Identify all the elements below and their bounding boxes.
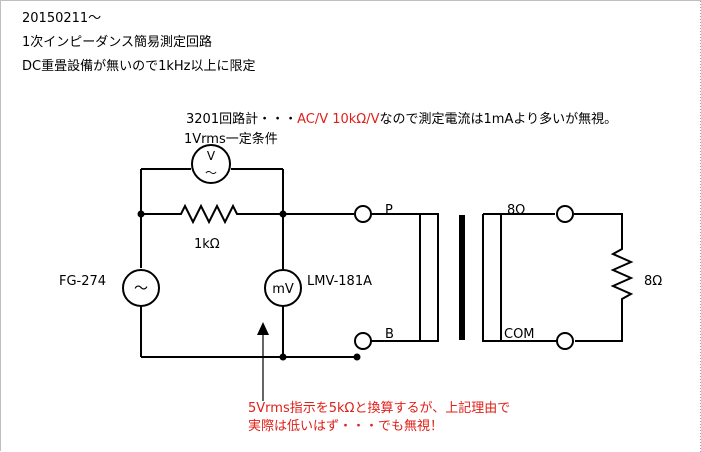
junction-dot — [279, 353, 287, 361]
terminal-b-circle — [354, 332, 372, 350]
generator-symbol: ～ — [134, 281, 148, 297]
millivoltmeter-symbol: mV — [272, 282, 294, 297]
load-resistor — [574, 213, 634, 342]
secondary-outer — [482, 214, 557, 342]
annotation-line-2: 実際は低いはず・・・でも無視！ — [248, 419, 444, 434]
meter-note-highlight: AC/V 10kΩ/V — [297, 112, 380, 127]
meter-note-prefix: 3201回路計・・・ — [186, 112, 298, 127]
annotation-line-1: 5Vrms指示を5kΩと換算するが、上記理由で — [248, 401, 511, 416]
annotation-arrow-head — [257, 322, 269, 335]
voltmeter-wave-symbol: ～ — [205, 166, 217, 180]
terminal-8ohm-circle — [556, 205, 574, 223]
terminal-b-label: B — [385, 327, 394, 342]
terminal-com-circle — [556, 332, 574, 350]
header-date: 20150211～ — [22, 11, 102, 26]
voltmeter-circle — [191, 144, 231, 184]
junction-dot — [137, 210, 145, 218]
secondary-com-label: COM — [504, 327, 535, 342]
secondary-8ohm-label: 8Ω — [507, 203, 526, 218]
millivoltmeter-circle — [264, 269, 302, 307]
condition-label: 1Vrms一定条件 — [184, 132, 278, 147]
junction-dot — [279, 210, 287, 218]
resistor-label: 1kΩ — [194, 237, 220, 252]
header-note: DC重畳設備が無いので1kHz以上に限定 — [22, 59, 256, 74]
resistor-1k — [141, 203, 283, 225]
millivoltmeter-label: LMV-181A — [307, 274, 372, 289]
meter-note: 3201回路計・・・AC/V 10kΩ/Vなので測定電流は1mAより多いが無視。 — [186, 112, 617, 128]
load-label: 8Ω — [644, 274, 663, 289]
meter-note-suffix: なので測定電流は1mAより多いが無視。 — [379, 112, 618, 127]
junction-dot — [353, 353, 361, 361]
generator-label: FG-274 — [59, 274, 107, 289]
generator-circle — [122, 269, 160, 307]
terminal-p-circle — [354, 205, 372, 223]
header-title: 1次インピーダンス簡易測定回路 — [22, 35, 213, 50]
voltmeter-symbol: V — [207, 149, 216, 163]
terminal-p-label: P — [385, 203, 393, 218]
primary-outer — [371, 213, 439, 342]
